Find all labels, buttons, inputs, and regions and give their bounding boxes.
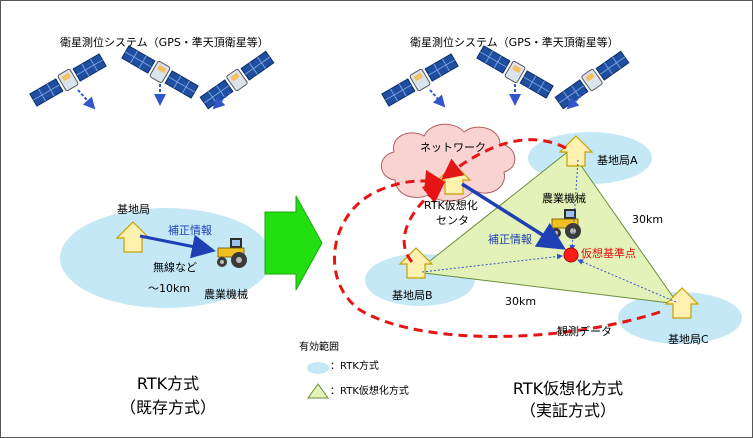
left-satellite-3-icon <box>198 49 276 111</box>
virtual-point-label: 仮想基準点 <box>581 247 636 260</box>
left-machine-label: 農業機械 <box>204 288 248 301</box>
right-title-line1: RTK仮想化方式 <box>512 379 624 398</box>
transition-arrow <box>264 195 323 291</box>
right-header: 衛星測位システム（GPS・準天頂衛星等） <box>410 36 619 49</box>
right-title-line2: （実証方式） <box>519 401 616 420</box>
left-base-station-label: 基地局 <box>117 203 150 216</box>
virtual-point-marker <box>563 247 579 263</box>
left-satellite-1-icon <box>28 51 108 109</box>
distance-ab-label: 30km <box>505 295 537 308</box>
left-radio-label: 無線など <box>153 261 197 274</box>
right-machine-label: 農業機械 <box>542 192 586 205</box>
left-title-line2: （既存方式） <box>119 398 216 417</box>
center-label-line1: RTK仮想化 <box>424 199 478 212</box>
base-station-b-label: 基地局B <box>392 289 433 302</box>
right-correction-label: 補正情報 <box>488 233 532 246</box>
distance-ac-label: 30km <box>632 213 664 226</box>
right-satellite-1-icon <box>380 51 460 109</box>
network-label: ネットワーク <box>420 141 486 154</box>
legend-rtk-label: ：RTK方式 <box>330 361 379 372</box>
left-satellites <box>28 43 276 111</box>
left-header: 衛星測位システム（GPS・準天頂衛星等） <box>60 36 269 49</box>
right-satellite-3-icon <box>553 49 631 111</box>
center-label-line2: センタ <box>436 214 469 227</box>
observation-data-label: 観測データ <box>557 325 612 338</box>
legend-rtk-virtual-label: ：RTK仮想化方式 <box>330 386 409 397</box>
legend-triangle-icon <box>307 383 329 399</box>
left-range-label: ～10km <box>148 282 191 295</box>
right-satellites <box>380 43 631 111</box>
legend-ellipse-icon <box>307 362 329 374</box>
left-correction-label: 補正情報 <box>168 224 212 237</box>
base-station-a-label: 基地局A <box>597 154 638 167</box>
left-title-line1: RTK方式 <box>136 374 200 393</box>
base-station-c-label: 基地局C <box>668 333 709 346</box>
legend-heading: 有効範囲 <box>299 342 339 353</box>
left-coverage-ellipse <box>60 208 272 308</box>
